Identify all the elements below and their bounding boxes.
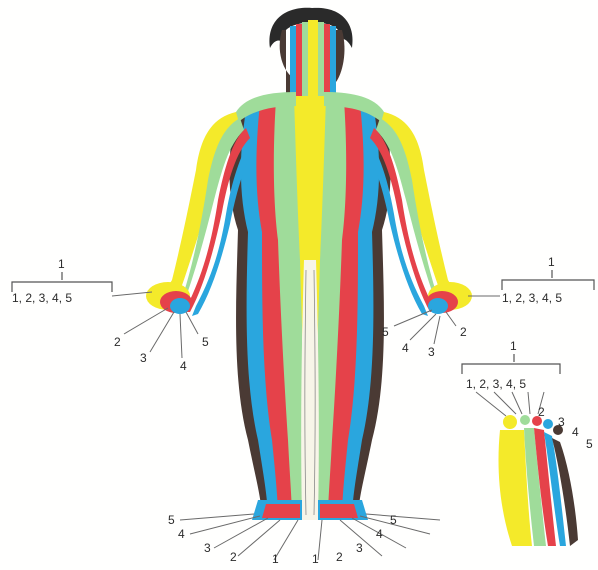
left-hand-bracket bbox=[12, 272, 112, 292]
left-foot-label-4: 4 bbox=[178, 527, 185, 541]
right-hand-label-2: 2 bbox=[460, 325, 467, 339]
right-hand-label-4: 4 bbox=[402, 341, 409, 355]
head-zones bbox=[280, 20, 345, 104]
left-hand-label-5: 5 bbox=[202, 335, 209, 349]
right-foot-label-2: 2 bbox=[336, 550, 343, 564]
right-foot-label-4: 4 bbox=[376, 527, 383, 541]
left-hand-top-label: 1 bbox=[58, 257, 65, 271]
left-foot-label-2: 2 bbox=[230, 550, 237, 564]
right-hand-top-label: 1 bbox=[548, 255, 555, 269]
right-hand-label-3: 3 bbox=[428, 345, 435, 359]
sole-top-label: 1 bbox=[510, 339, 517, 353]
left-foot-leaders bbox=[180, 514, 298, 560]
sole-zones bbox=[499, 415, 579, 546]
left-hand-finger-leaders bbox=[124, 308, 198, 358]
sole-label-5: 5 bbox=[586, 437, 593, 451]
right-foot-label-5: 5 bbox=[390, 513, 397, 527]
right-hand-label-5: 5 bbox=[382, 325, 389, 339]
right-hand-group-label: 1, 2, 3, 4, 5 bbox=[502, 291, 562, 305]
sole-group-label: 1, 2, 3, 4, 5 bbox=[466, 377, 526, 391]
feet-labels: 5 4 3 2 1 1 2 3 4 5 bbox=[168, 513, 440, 566]
right-foot-label-1: 1 bbox=[312, 552, 319, 566]
left-foot-label-5: 5 bbox=[168, 513, 175, 527]
left-hand-leader bbox=[112, 292, 152, 296]
left-foot-label-3: 3 bbox=[204, 541, 211, 555]
sole-bracket bbox=[462, 354, 560, 374]
left-hand-label-3: 3 bbox=[140, 351, 147, 365]
right-hand-bracket bbox=[502, 270, 594, 290]
sole-label-3: 3 bbox=[558, 415, 565, 429]
sole-top-leaders bbox=[476, 392, 544, 416]
sole-label-2: 2 bbox=[538, 405, 545, 419]
right-hand-finger-leaders bbox=[394, 310, 456, 344]
left-foot-label-1: 1 bbox=[272, 552, 279, 566]
left-hand-label-2: 2 bbox=[114, 335, 121, 349]
left-hand-group-label: 1, 2, 3, 4, 5 bbox=[12, 291, 72, 305]
torso-zones bbox=[229, 92, 390, 520]
sole-label-4: 4 bbox=[572, 425, 579, 439]
right-foot-label-3: 3 bbox=[356, 541, 363, 555]
left-hand-label-4: 4 bbox=[180, 359, 187, 373]
